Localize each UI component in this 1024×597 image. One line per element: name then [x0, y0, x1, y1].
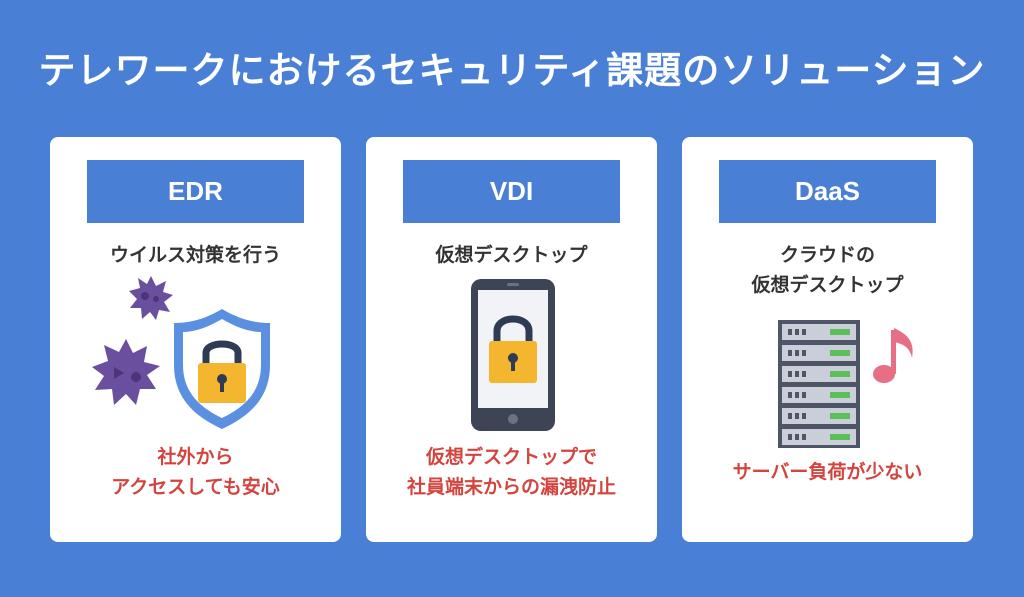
virus-icon [92, 339, 160, 405]
vdi-tag: VDI [403, 160, 620, 223]
daas-tag: DaaS [719, 160, 936, 223]
vdi-result-line: 仮想デスクトップで [425, 446, 597, 468]
vdi-card: VDI 仮想デスクトップ 仮想デスクトップで 社員端末からの漏洩防止 [366, 137, 657, 542]
virus-icon [129, 276, 173, 320]
edr-subtitle-line: ウイルス対策を行う [109, 244, 281, 266]
daas-subtitle-line: クラウドの [779, 244, 875, 266]
daas-subtitle-line: 仮想デスクトップ [751, 274, 904, 296]
edr-result-line: アクセスしても安心 [111, 476, 280, 498]
music-note-icon [873, 328, 913, 383]
shield-lock-icon [174, 309, 270, 429]
vdi-result-line: 社員端末からの漏洩防止 [406, 476, 616, 498]
daas-card: DaaS クラウドの 仮想デスクトップ [682, 137, 973, 542]
vdi-result: 仮想デスクトップで 社員端末からの漏洩防止 [366, 442, 657, 502]
vdi-subtitle: 仮想デスクトップ [366, 240, 657, 270]
edr-result: 社外から アクセスしても安心 [50, 442, 341, 502]
page-title: テレワークにおけるセキュリティ課題のソリューション [38, 49, 986, 92]
server-rack-icon [778, 320, 860, 448]
daas-subtitle: クラウドの 仮想デスクトップ [682, 240, 973, 300]
edr-result-line: 社外から [157, 446, 234, 468]
daas-result: サーバー負荷が少ない [682, 457, 973, 487]
edr-subtitle: ウイルス対策を行う [50, 240, 341, 270]
daas-result-line: サーバー負荷が少ない [732, 461, 923, 483]
vdi-subtitle-line: 仮想デスクトップ [435, 244, 588, 266]
smartphone-lock-icon [471, 279, 555, 431]
edr-card: EDR ウイルス対策を行う 社外から アクセスしても安心 [50, 137, 341, 542]
edr-tag: EDR [87, 160, 304, 223]
